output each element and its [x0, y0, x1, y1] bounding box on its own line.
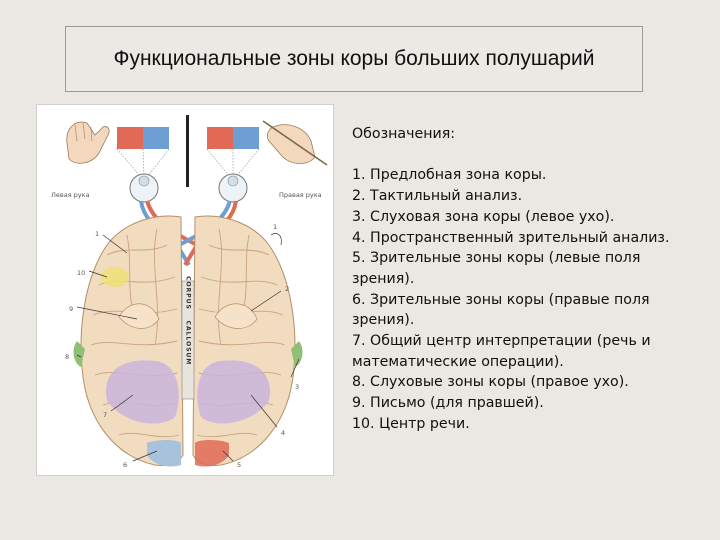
leader-lines — [76, 233, 300, 462]
brain-diagram: Левая рука Правая рука — [51, 115, 328, 469]
corpus-callosum — [181, 280, 195, 400]
figure-number-1-left: 1 — [95, 230, 99, 238]
zone-10-speech-center — [101, 267, 129, 287]
callosum-label: CALLOSUM — [185, 321, 192, 366]
figure-number-7: 7 — [103, 411, 107, 419]
left-eye-icon — [129, 173, 159, 203]
legend-item: 3. Слуховая зона коры (левое ухо). — [352, 208, 615, 225]
legend-item: 5. Зрительные зоны коры (левые поля зрен… — [352, 250, 641, 287]
legend-item: 9. Письмо (для правшей). — [352, 395, 544, 412]
right-view-red-field — [207, 127, 233, 149]
right-eye-icon — [218, 173, 248, 203]
brain-figure: Левая рука Правая рука — [36, 104, 334, 476]
left-hand-icon — [66, 121, 110, 164]
right-hand-icon — [262, 120, 328, 166]
legend-item: 1. Предлобная зона коры. — [352, 167, 547, 184]
left-brain-hand-icon — [118, 303, 160, 329]
left-view-red-field — [117, 127, 143, 149]
legend: Обозначения: 1. Предлобная зона коры. 2.… — [352, 124, 704, 435]
figure-number-2: 2 — [285, 285, 289, 293]
left-hand-label: Левая рука — [51, 191, 90, 199]
separator-bar — [186, 115, 189, 187]
legend-heading: Обозначения: — [352, 126, 456, 142]
zone-5-visual-left-fields — [195, 440, 229, 467]
zone-3-auditory-left — [291, 341, 303, 367]
legend-item: 2. Тактильный анализ. — [352, 188, 523, 205]
zone-8-auditory-right — [73, 341, 85, 367]
figure-number-6: 6 — [123, 461, 127, 469]
title-box: Функциональные зоны коры больших полушар… — [65, 26, 643, 92]
figure-number-3: 3 — [295, 383, 299, 391]
left-view-blue-field — [143, 127, 169, 149]
left-hemisphere — [73, 215, 184, 467]
figure-number-1-right: 1 — [273, 223, 277, 231]
figure-number-9: 9 — [69, 305, 73, 313]
right-view-blue-field — [233, 127, 259, 149]
figure-number-10: 10 — [77, 269, 85, 277]
legend-item: 6. Зрительные зоны коры (правые поля зре… — [352, 291, 650, 329]
legend-item: 10. Центр речи. — [352, 415, 470, 432]
legend-item: 8. Слуховые зоны коры (правое ухо). — [352, 374, 629, 391]
figure-number-8: 8 — [65, 353, 69, 361]
right-hemisphere — [192, 215, 303, 467]
page-title: Функциональные зоны коры больших полушар… — [113, 47, 595, 70]
corpus-label: CORPUS — [185, 276, 192, 310]
figure-number-4: 4 — [281, 429, 285, 437]
legend-item: 4. Пространственный зрительный анализ. — [352, 229, 670, 246]
projection-lines — [116, 148, 260, 178]
zone-6-visual-right-fields — [147, 440, 181, 467]
zone-7-interpretation-center — [106, 360, 179, 424]
figure-number-5: 5 — [237, 461, 241, 469]
right-hand-label: Правая рука — [279, 191, 322, 199]
zone-4-spatial-visual — [197, 360, 270, 424]
legend-item: 7. Общий центр интерпретации (речь и мат… — [352, 333, 651, 370]
right-brain-hand-icon — [214, 303, 258, 329]
